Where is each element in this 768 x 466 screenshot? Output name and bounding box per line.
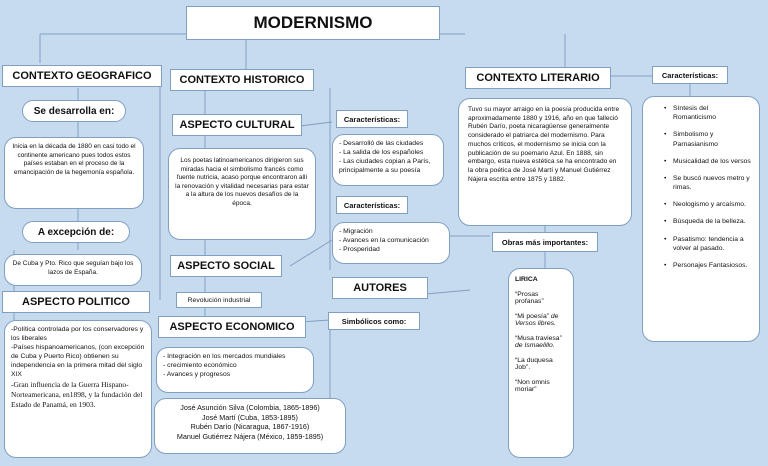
aspecto-economico-heading: ASPECTO ECONOMICO [158, 316, 306, 338]
social-caracteristicas-label: Características: [336, 196, 408, 214]
politico-item: -Política controlada por los conservador… [11, 326, 144, 342]
obra-title: “La duquesa Job”. [515, 357, 553, 371]
obra-note: de Ismaelillo. [515, 342, 555, 349]
obra-item: “Non omnis moriar” [515, 379, 567, 393]
autor-item: Manuel Gutiérrez Nájera (México, 1859-18… [176, 432, 324, 442]
social-caracteristica: - Prosperidad [339, 245, 380, 253]
obra-note: de Versos libres. [515, 313, 559, 327]
literario-caracteristicas-label: Características: [652, 66, 728, 84]
caracteristica-item: Simbolismo y Parnasianismo [664, 130, 753, 148]
cultural-caracteristica: - Las ciudades copian a París, principal… [339, 157, 431, 174]
obra-title: “Musa traviesa” [515, 335, 562, 342]
cultural-caracteristicas-list: - Desarrolló de las ciudades - La salida… [332, 134, 444, 186]
autor-item: Rubén Darío (Nicaragua, 1867-1916) [190, 422, 310, 432]
autor-item: José Asunción Silva (Colombia, 1865-1896… [180, 403, 320, 412]
literario-caracteristicas-list: Síntesis del Romanticismo Simbolismo y P… [642, 96, 760, 342]
cultural-caracteristica: - La salida de los españoles [339, 148, 424, 156]
obras-lirica-list: LIRICA “Prosas profanas” “Mi poesía” de … [508, 268, 574, 458]
politico-item: -Países hispanoamericanos, (con excepció… [11, 343, 145, 378]
obra-item: “Prosas profanas” [515, 291, 567, 305]
caracteristica-item: Se buscó nuevos metro y rimas. [664, 174, 753, 192]
aspecto-politico-list: -Política controlada por los conservador… [4, 320, 152, 458]
excepcion-text: De Cuba y Pto. Rico que seguían bajo los… [4, 254, 142, 286]
aspecto-cultural-text: Los poetas latinoamericanos dirigieron s… [168, 148, 316, 240]
contexto-literario-text: Tuvo su mayor arraigo en la poesía produ… [458, 98, 632, 226]
cultural-caracteristicas-label: Características: [336, 110, 408, 128]
obra-item: “Musa traviesa” de Ismaelillo. [515, 335, 567, 349]
main-title: MODERNISMO [186, 6, 440, 40]
caracteristica-item: Neologismo y arcaísmo. [664, 200, 753, 209]
revolucion-industrial-label: Revolución industrial [176, 292, 262, 308]
se-desarrolla-text: Inicia en la década de 1880 en casi todo… [4, 137, 144, 209]
social-caracteristica: - Avances en la comunicación [339, 236, 429, 244]
autores-list: José Asunción Silva (Colombia, 1865-1896… [154, 398, 346, 454]
aspecto-politico-heading: ASPECTO POLITICO [2, 291, 150, 313]
obra-item: “Mi poesía” de Versos libres. [515, 313, 567, 327]
autor-item: José Martí (Cuba, 1853-1895) [202, 412, 298, 422]
aspecto-cultural-heading: ASPECTO CULTURAL [172, 114, 302, 136]
social-caracteristicas-list: - Migración - Avances en la comunicación… [332, 222, 450, 264]
caracteristica-item: Musicalidad de los versos [664, 157, 753, 166]
contexto-literario-heading: CONTEXTO LITERARIO [465, 67, 611, 89]
caracteristica-item: Pasatismo: tendencia a volver al pasado. [664, 235, 753, 253]
aspecto-economico-list: - Integración en los mercados mundiales … [156, 347, 314, 393]
economico-item: - Avances y progresos [163, 370, 231, 378]
caracteristica-item: Personajes Fantasiosos. [664, 261, 753, 270]
caracteristica-item: Búsqueda de la belleza. [664, 217, 753, 226]
economico-item: - Integración en los mercados mundiales [163, 353, 286, 360]
social-caracteristica: - Migración [339, 228, 373, 235]
excepcion-label: A excepción de: [22, 221, 130, 243]
obra-item: “La duquesa Job”. [515, 357, 567, 371]
cultural-caracteristica: - Desarrolló de las ciudades [339, 140, 424, 147]
autores-heading: AUTORES [332, 277, 428, 299]
obra-title: “Mi poesía” [515, 313, 549, 320]
obra-title: “Prosas profanas” [515, 291, 544, 305]
economico-item: - crecimiento económico [163, 361, 237, 369]
se-desarrolla-label: Se desarrolla en: [22, 100, 126, 122]
aspecto-social-heading: ASPECTO SOCIAL [170, 255, 282, 277]
obras-label: Obras más importantes: [492, 232, 598, 252]
lirica-heading: LIRICA [515, 276, 538, 283]
contexto-geografico-heading: CONTEXTO GEOGRAFICO [2, 65, 162, 87]
contexto-historico-heading: CONTEXTO HISTORICO [170, 69, 314, 91]
politico-item: -Gran influencia de la Guerra Hispano-No… [11, 379, 143, 409]
caracteristica-item: Síntesis del Romanticismo [664, 104, 753, 122]
simbolicos-label: Simbólicos como: [328, 312, 420, 330]
obra-title: “Non omnis moriar” [515, 379, 550, 393]
